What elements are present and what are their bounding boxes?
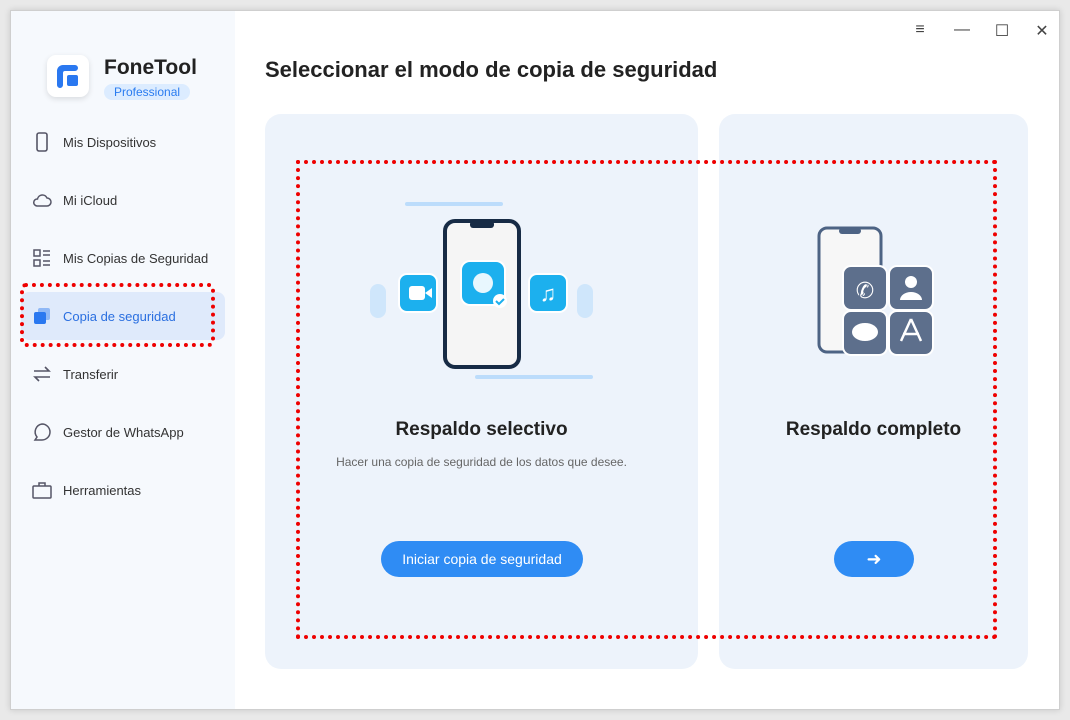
svg-text:♫: ♫ bbox=[540, 281, 557, 306]
cloud-icon bbox=[33, 194, 52, 207]
sidebar-item-label: Mis Dispositivos bbox=[63, 134, 157, 150]
sidebar-item-transferir[interactable]: Transferir bbox=[21, 350, 225, 398]
sidebar-item-copia-de-seguridad[interactable]: Copia de seguridad bbox=[21, 292, 225, 340]
sidebar-item-whatsapp[interactable]: Gestor de WhatsApp bbox=[21, 408, 225, 456]
selective-backup-title: Respaldo selectivo bbox=[395, 419, 568, 440]
sidebar-item-label: Copia de seguridad bbox=[63, 308, 176, 324]
highlight-outline bbox=[296, 160, 997, 639]
close-button[interactable]: ✕ bbox=[1035, 23, 1049, 40]
sidebar-item-label: Herramientas bbox=[63, 482, 142, 498]
phone-icon bbox=[36, 132, 48, 152]
chat-icon bbox=[33, 423, 51, 441]
sidebar-item-label: Transferir bbox=[63, 366, 119, 382]
list-icon bbox=[33, 249, 50, 267]
full-backup-title: Respaldo completo bbox=[785, 419, 962, 440]
selective-backup-card[interactable]: ♫ Respaldo selectivo Hacer una copia de … bbox=[265, 114, 698, 669]
transfer-icon bbox=[33, 366, 51, 382]
sidebar-item-label: Mi iCloud bbox=[63, 192, 118, 208]
sidebar-item-mi-icloud[interactable]: Mi iCloud bbox=[21, 176, 225, 224]
backup-icon bbox=[34, 308, 50, 324]
sidebar-item-mis-dispositivos[interactable]: Mis Dispositivos bbox=[21, 118, 225, 166]
selective-backup-illustration: ♫ bbox=[370, 202, 593, 379]
toolbox-icon bbox=[32, 482, 52, 499]
full-backup-next-button[interactable]: ➜ bbox=[834, 541, 914, 577]
fonetool-logo bbox=[47, 55, 89, 97]
full-backup-illustration: ✆ bbox=[817, 226, 934, 356]
maximize-button[interactable]: ☐ bbox=[994, 23, 1010, 40]
app-name: FoneTool bbox=[104, 56, 197, 79]
menu-button[interactable]: ≡ bbox=[915, 21, 925, 38]
selective-backup-description: Hacer una copia de seguridad de los dato… bbox=[336, 455, 627, 469]
minimize-button[interactable]: — bbox=[954, 21, 970, 38]
svg-text:✆: ✆ bbox=[856, 278, 874, 303]
edition-badge: Professional bbox=[104, 84, 191, 100]
highlight-outline bbox=[20, 283, 215, 347]
app-window: FoneTool Professional Mis Dispositivos M… bbox=[10, 10, 1060, 710]
page-title: Seleccionar el modo de copia de segurida… bbox=[265, 57, 718, 82]
sidebar-item-label: Gestor de WhatsApp bbox=[63, 424, 184, 440]
sidebar: FoneTool Professional Mis Dispositivos M… bbox=[11, 11, 235, 709]
sidebar-item-mis-copias[interactable]: Mis Copias de Seguridad bbox=[21, 234, 225, 282]
full-backup-card[interactable]: ✆ Respaldo completo ➜ bbox=[719, 114, 1028, 669]
sidebar-item-herramientas[interactable]: Herramientas bbox=[21, 466, 225, 514]
sidebar-item-label: Mis Copias de Seguridad bbox=[63, 250, 209, 266]
start-backup-button[interactable]: Iniciar copia de seguridad bbox=[381, 541, 583, 577]
